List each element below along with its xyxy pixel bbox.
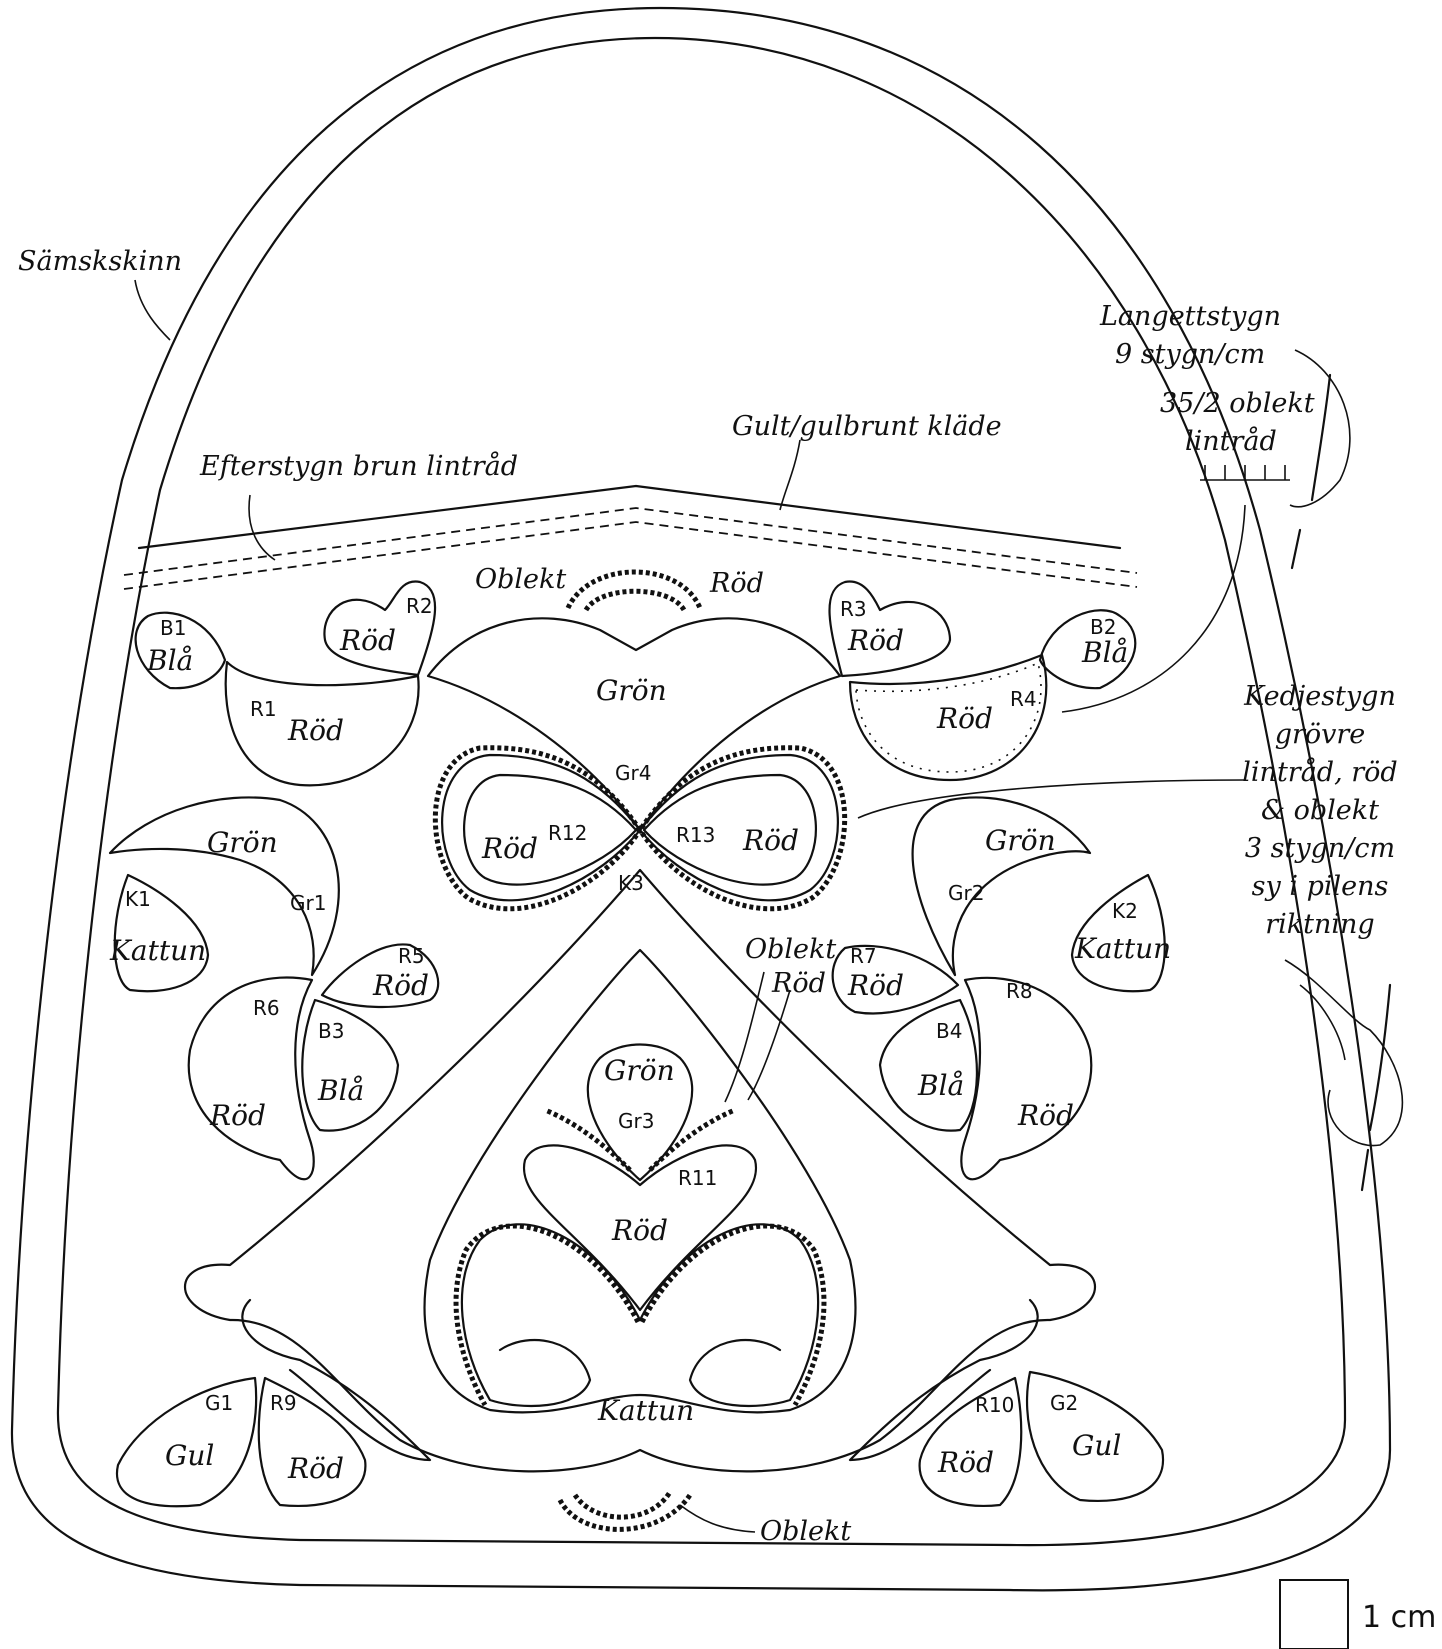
color-r11: Röd	[611, 1214, 668, 1247]
color-g2: Gul	[1072, 1429, 1121, 1462]
color-b1: Blå	[146, 644, 193, 677]
label-scale: 1 cm	[1362, 1600, 1436, 1635]
arrow-bottom-unbleached	[680, 1505, 755, 1532]
code-r2: R2	[406, 594, 433, 618]
code-r3: R3	[840, 597, 867, 621]
chain-stitch-icon	[1285, 960, 1402, 1190]
label-buttonhole-2: 9 stygn/cm	[1115, 339, 1265, 370]
code-b4: B4	[936, 1019, 962, 1043]
label-chain-1: Kedjestygn	[1243, 681, 1396, 712]
label-cloth: Gult/gulbrunt kläde	[732, 411, 1002, 442]
color-gr3: Grön	[604, 1054, 675, 1087]
code-gr4: Gr4	[615, 761, 651, 785]
label-mid-unbleached: Oblekt	[745, 934, 836, 965]
color-kattun-bottom: Kattun	[597, 1394, 694, 1427]
color-gr2: Grön	[985, 824, 1056, 857]
code-k3: K3	[618, 871, 644, 895]
bottom-chain-arc-1	[560, 1495, 690, 1529]
color-r1: Röd	[287, 714, 344, 747]
code-r7: R7	[850, 944, 877, 968]
label-top-unbleached: Oblekt	[475, 564, 566, 595]
label-mid-red: Röd	[771, 968, 826, 999]
piece-r8	[961, 978, 1091, 1179]
color-r10: Röd	[937, 1446, 994, 1479]
piece-r6	[189, 978, 314, 1180]
left-scroll	[462, 1224, 640, 1406]
color-b2: Blå	[1081, 636, 1128, 669]
buttonhole-stitch-icon	[1200, 350, 1350, 568]
color-r6: Röd	[209, 1099, 266, 1132]
arrow-chamois	[135, 280, 170, 340]
code-r1: R1	[250, 697, 277, 721]
label-chain-3: lintråd, röd	[1242, 756, 1397, 788]
code-gr1: Gr1	[290, 891, 326, 915]
color-k1: Kattun	[109, 934, 206, 967]
code-r13: R13	[676, 823, 715, 847]
color-g1: Gul	[165, 1439, 214, 1472]
color-gr1: Grön	[207, 826, 278, 859]
color-r12: Röd	[481, 832, 538, 865]
color-r9: Röd	[287, 1452, 344, 1485]
arrow-cloth	[780, 440, 800, 510]
code-gr3: Gr3	[618, 1109, 654, 1133]
arrow-buttonhole	[1062, 505, 1245, 712]
bottom-chain-arc-2	[575, 1492, 670, 1517]
code-r10: R10	[975, 1393, 1014, 1417]
code-b1: B1	[160, 616, 186, 640]
label-chain-5: 3 stygn/cm	[1245, 833, 1395, 864]
arrow-backstitch	[249, 495, 275, 560]
code-r4: R4	[1010, 687, 1037, 711]
code-g1: G1	[205, 1391, 233, 1415]
color-r2: Röd	[339, 624, 396, 657]
color-r8: Röd	[1017, 1099, 1074, 1132]
left-scroll-chain	[456, 1226, 638, 1405]
arrow-chain	[858, 780, 1245, 818]
arrow-mid-unbleached	[725, 972, 764, 1102]
label-chain-4: & oblekt	[1261, 795, 1379, 826]
color-r4: Röd	[936, 702, 993, 735]
color-k2: Kattun	[1074, 932, 1171, 965]
code-r8: R8	[1006, 979, 1033, 1003]
label-chain-2: grövre	[1275, 719, 1366, 750]
color-b4: Blå	[917, 1069, 964, 1102]
label-buttonhole-4: lintråd	[1185, 425, 1277, 457]
code-g2: G2	[1050, 1391, 1078, 1415]
color-r5: Röd	[372, 969, 429, 1002]
top-chain-arc-2	[586, 591, 684, 610]
color-r7: Röd	[847, 969, 904, 1002]
inner-triangle	[425, 950, 856, 1412]
code-r9: R9	[270, 1391, 297, 1415]
piece-center-green	[428, 618, 840, 830]
color-r3: Röd	[847, 624, 904, 657]
label-chain-6: sy i pilens	[1252, 871, 1389, 902]
label-backstitch: Efterstygn brun lintråd	[199, 450, 518, 482]
color-center-green: Grön	[596, 674, 667, 707]
code-r12: R12	[548, 821, 587, 845]
right-scroll	[640, 1224, 818, 1406]
inner-chamois-outline	[58, 38, 1345, 1545]
code-k2: K2	[1112, 899, 1138, 923]
label-bottom-unbleached: Oblekt	[760, 1516, 851, 1547]
code-gr2: Gr2	[948, 881, 984, 905]
label-top-red: Röd	[709, 568, 764, 599]
code-b3: B3	[318, 1019, 344, 1043]
code-k1: K1	[125, 887, 151, 911]
right-scroll-chain	[642, 1226, 824, 1405]
label-buttonhole-3: 35/2 oblekt	[1160, 388, 1315, 419]
arrow-mid-red	[748, 990, 790, 1100]
label-buttonhole-1: Langettstygn	[1099, 301, 1281, 332]
cloth-top-edge	[139, 486, 1120, 548]
code-r6: R6	[253, 996, 280, 1020]
cloth-upper-seam	[124, 508, 1137, 575]
code-r5: R5	[398, 944, 425, 968]
gr3-chain-right	[650, 1110, 735, 1170]
code-r11: R11	[678, 1166, 717, 1190]
scale-box	[1280, 1580, 1348, 1649]
label-chamois: Sämskskinn	[18, 246, 182, 277]
piece-b3	[302, 1000, 398, 1131]
color-b3: Blå	[317, 1074, 364, 1107]
color-r13: Röd	[742, 824, 799, 857]
label-chain-7: riktning	[1265, 909, 1374, 940]
